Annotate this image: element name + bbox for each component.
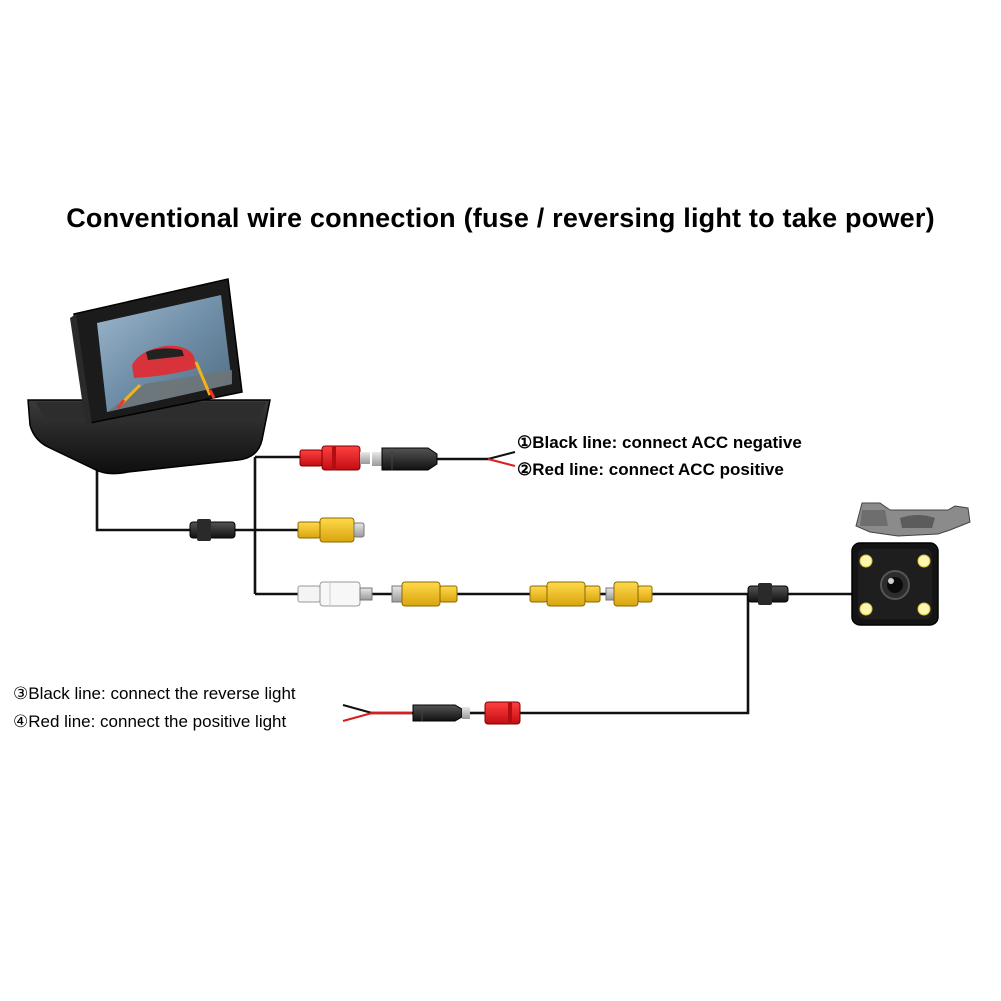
monitor-icon: [27, 278, 271, 475]
extension-yellow-rca-right-icon: [529, 581, 601, 607]
dc-plug-icon: [372, 447, 438, 471]
camera-icon: [851, 502, 971, 626]
camera-yellow-rca-icon: [605, 581, 653, 607]
monitor-cable-connector-icon: [189, 519, 236, 541]
reverse-power-wire: [520, 594, 750, 715]
reverse-light-label: ③Black line: connect the reverse light: [13, 684, 296, 703]
monitor-cable: [95, 470, 190, 532]
av-in-white-rca-icon: [297, 581, 373, 607]
acc-negative-label: ①Black line: connect ACC negative: [517, 433, 802, 452]
page-title: Conventional wire connection (fuse / rev…: [66, 203, 935, 233]
positive-light-label: ④Red line: connect the positive light: [13, 712, 287, 731]
reverse-red-rca-icon: [484, 701, 521, 725]
split-leads-top: [487, 451, 516, 467]
split-leads-bottom: [342, 704, 412, 722]
wires: [95, 455, 852, 715]
power-rca-connector-icon: [299, 445, 370, 471]
acc-positive-label: ②Red line: connect ACC positive: [517, 460, 784, 479]
reverse-dc-plug-icon: [412, 704, 470, 722]
extension-yellow-rca-left-icon: [391, 581, 458, 607]
video-rca-connector-icon: [297, 517, 365, 543]
camera-splitter-icon: [747, 583, 789, 605]
